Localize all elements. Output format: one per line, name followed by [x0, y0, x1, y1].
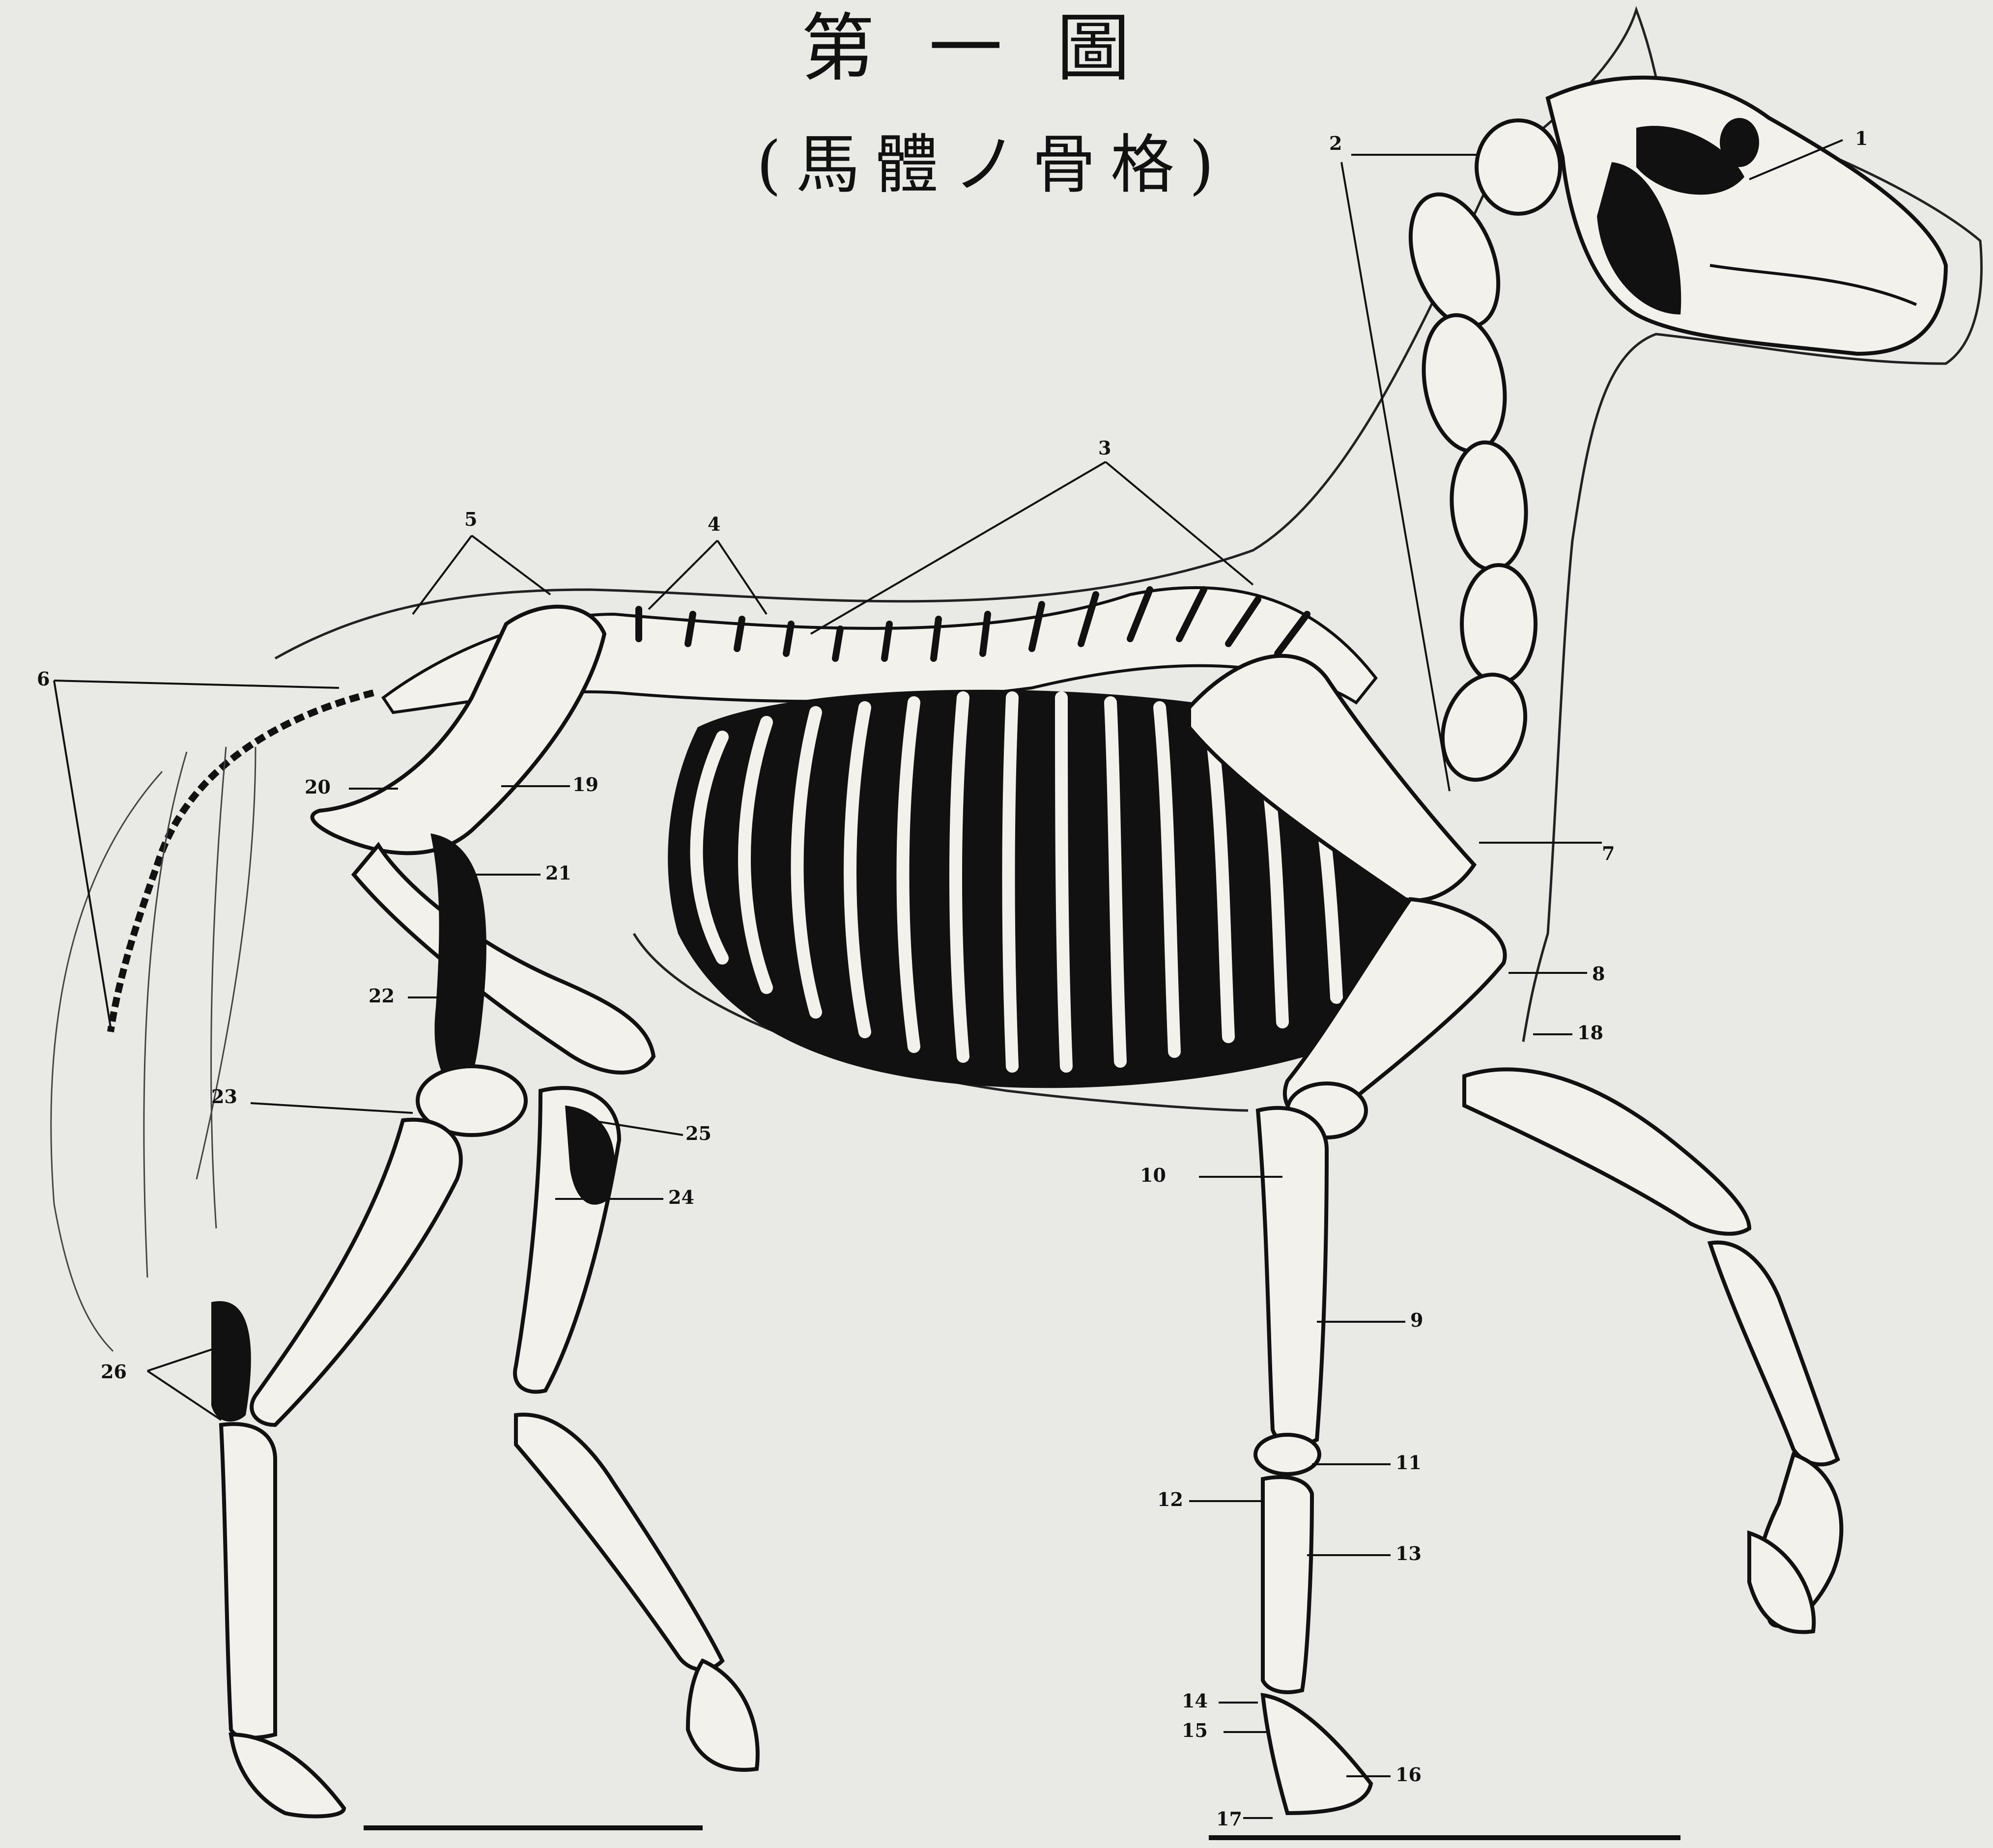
label-11: 11	[1395, 1451, 1422, 1474]
label-26: 26	[101, 1361, 127, 1383]
label-12: 12	[1157, 1488, 1183, 1510]
label-7: 7	[1602, 842, 1615, 864]
metacarpus-raised	[1710, 1243, 1838, 1465]
hind-hoof-right	[688, 1661, 758, 1770]
label-5: 5	[464, 508, 477, 530]
plate-subtitle: (馬體ノ骨格)	[756, 127, 1228, 202]
label-24: 24	[668, 1186, 694, 1208]
label-23: 23	[211, 1085, 237, 1108]
label-22: 22	[369, 985, 395, 1007]
hind-hoof-left	[231, 1734, 344, 1817]
hind-metatarsal-left	[221, 1424, 275, 1737]
label-10: 10	[1140, 1164, 1166, 1186]
hoof-standing	[1263, 1695, 1371, 1813]
label-20: 20	[305, 776, 331, 798]
hind-hock-left	[211, 1301, 251, 1422]
label-14: 14	[1182, 1690, 1208, 1712]
radius-standing	[1258, 1108, 1327, 1445]
tail-hair	[51, 747, 256, 1351]
label-25: 25	[685, 1122, 712, 1144]
tail-vertebrae	[111, 693, 373, 1032]
metacarpus-standing	[1263, 1477, 1312, 1692]
label-2: 2	[1329, 132, 1342, 154]
label-13: 13	[1395, 1542, 1422, 1564]
label-17: 17	[1216, 1808, 1242, 1830]
plate-title: 第一圖	[801, 6, 1184, 91]
skull	[1548, 78, 1946, 354]
femur	[354, 845, 654, 1073]
pelvis	[313, 607, 604, 853]
label-8: 8	[1592, 963, 1605, 985]
label-18: 18	[1577, 1022, 1603, 1044]
label-1: 1	[1855, 127, 1868, 149]
neck-vertebrae	[1394, 120, 1560, 792]
carpus-standing	[1255, 1435, 1319, 1474]
hind-cannon-left	[252, 1120, 461, 1425]
label-15: 15	[1182, 1719, 1208, 1741]
label-21: 21	[545, 862, 571, 884]
label-4: 4	[708, 513, 720, 535]
label-9: 9	[1410, 1309, 1423, 1331]
radius-raised	[1464, 1069, 1749, 1233]
hind-metatarsal-right	[516, 1415, 722, 1670]
label-6: 6	[37, 668, 50, 690]
label-3: 3	[1098, 437, 1111, 459]
label-16: 16	[1395, 1763, 1422, 1786]
label-19: 19	[572, 773, 598, 796]
